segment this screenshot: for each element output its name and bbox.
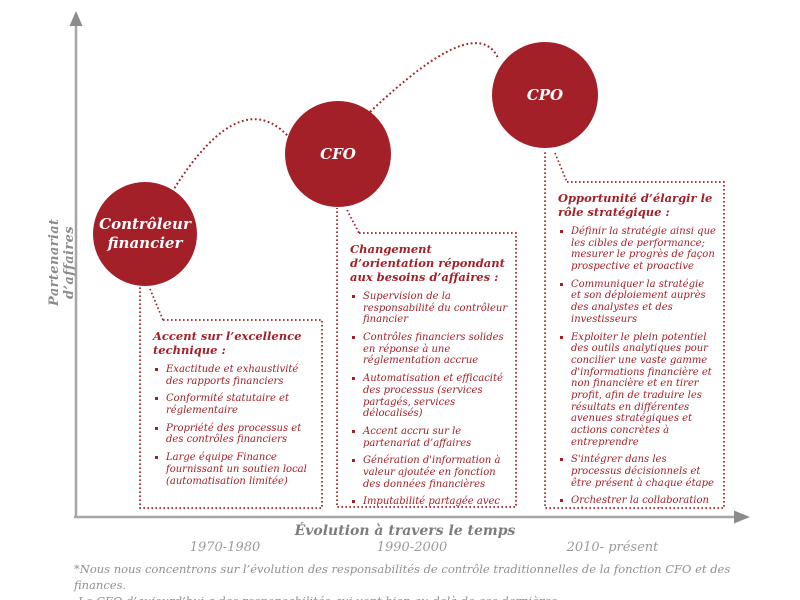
period-label-1990-2000: 1990-2000	[376, 540, 448, 555]
box-bullet-list: Supervision de la responsabilité du cont…	[350, 291, 508, 507]
footnote-line-2: Le CFO d’aujourd’hui a des responsabilit…	[74, 593, 784, 600]
circle-label: Contrôleur financier	[99, 215, 191, 252]
bullet-item: S'intégrer dans les processus décisionne…	[558, 454, 716, 489]
callout-box-stage-1: Accent sur l’excellence technique : Exac…	[140, 320, 322, 508]
bullet-item: Large équipe Finance fournissant un sout…	[153, 452, 314, 487]
bullet-item: Exploiter le plein potentiel des outils …	[558, 332, 716, 449]
bullet-item: Définir la stratégie ainsi que les cible…	[558, 226, 716, 273]
x-axis	[74, 510, 750, 524]
box-bullet-list: Exactitude et exhaustivité des rapports …	[153, 364, 314, 487]
curve-controller-to-cfo	[171, 118, 297, 193]
callout-border-stage-3	[544, 151, 725, 509]
callout-border-stage-2	[336, 208, 517, 508]
bullet-item: Propriété des processus et des contrôles…	[153, 423, 314, 446]
bullet-item: Imputabilité partagée avec l'organisatio…	[350, 496, 508, 507]
bullet-item: Communiquer la stratégie et son déploiem…	[558, 279, 716, 326]
circle-cfo: CFO	[285, 101, 391, 207]
box-title: Accent sur l’excellence technique :	[153, 329, 302, 358]
bullet-item: Contrôles financiers solides en réponse …	[350, 332, 508, 367]
box-title: Changement d’orientation répondant aux b…	[350, 242, 505, 285]
bullet-item: Orchestrer la collaboration nécessaire e…	[558, 495, 716, 508]
bullet-item: Génération d'information à valeur ajouté…	[350, 455, 508, 490]
circle-label: CFO	[320, 144, 356, 163]
callout-box-stage-2: Changement d’orientation répondant aux b…	[337, 233, 516, 507]
bullet-item: Exactitude et exhaustivité des rapports …	[153, 364, 314, 387]
bullet-item: Supervision de la responsabilité du cont…	[350, 291, 508, 326]
curve-cfo-to-cpo	[369, 42, 499, 113]
x-axis-arrowhead	[734, 510, 750, 524]
circle-cpo: CPO	[492, 42, 598, 148]
footnote-line-1: *Nous nous concentrons sur l’évolution d…	[74, 562, 731, 593]
period-label-1970-1980: 1970-1980	[189, 540, 261, 555]
y-axis	[69, 11, 83, 517]
box-title: Opportunité d’élargir le rôle stratégiqu…	[558, 191, 713, 220]
y-axis-label: Partenariat d’affaires	[47, 218, 77, 307]
period-label-2010-present: 2010- présent	[566, 540, 659, 555]
circle-controleur-financier: Contrôleur financier	[93, 182, 197, 286]
callout-border-stage-1	[139, 287, 323, 509]
circle-label: CPO	[526, 85, 564, 104]
y-axis-arrowhead	[69, 11, 83, 26]
bullet-item: Automatisation et efficacité des process…	[350, 373, 508, 420]
footnote: *Nous nous concentrons sur l’évolution d…	[74, 561, 784, 600]
bullet-item: Conformité statutaire et réglementaire	[153, 393, 314, 416]
bullet-item: Accent accru sur le partenariat d’affair…	[350, 426, 508, 449]
x-axis-label: Évolution à travers le temps	[294, 523, 516, 539]
box-bullet-list: Définir la stratégie ainsi que les cible…	[558, 226, 716, 508]
callout-box-stage-3: Opportunité d’élargir le rôle stratégiqu…	[545, 182, 724, 508]
